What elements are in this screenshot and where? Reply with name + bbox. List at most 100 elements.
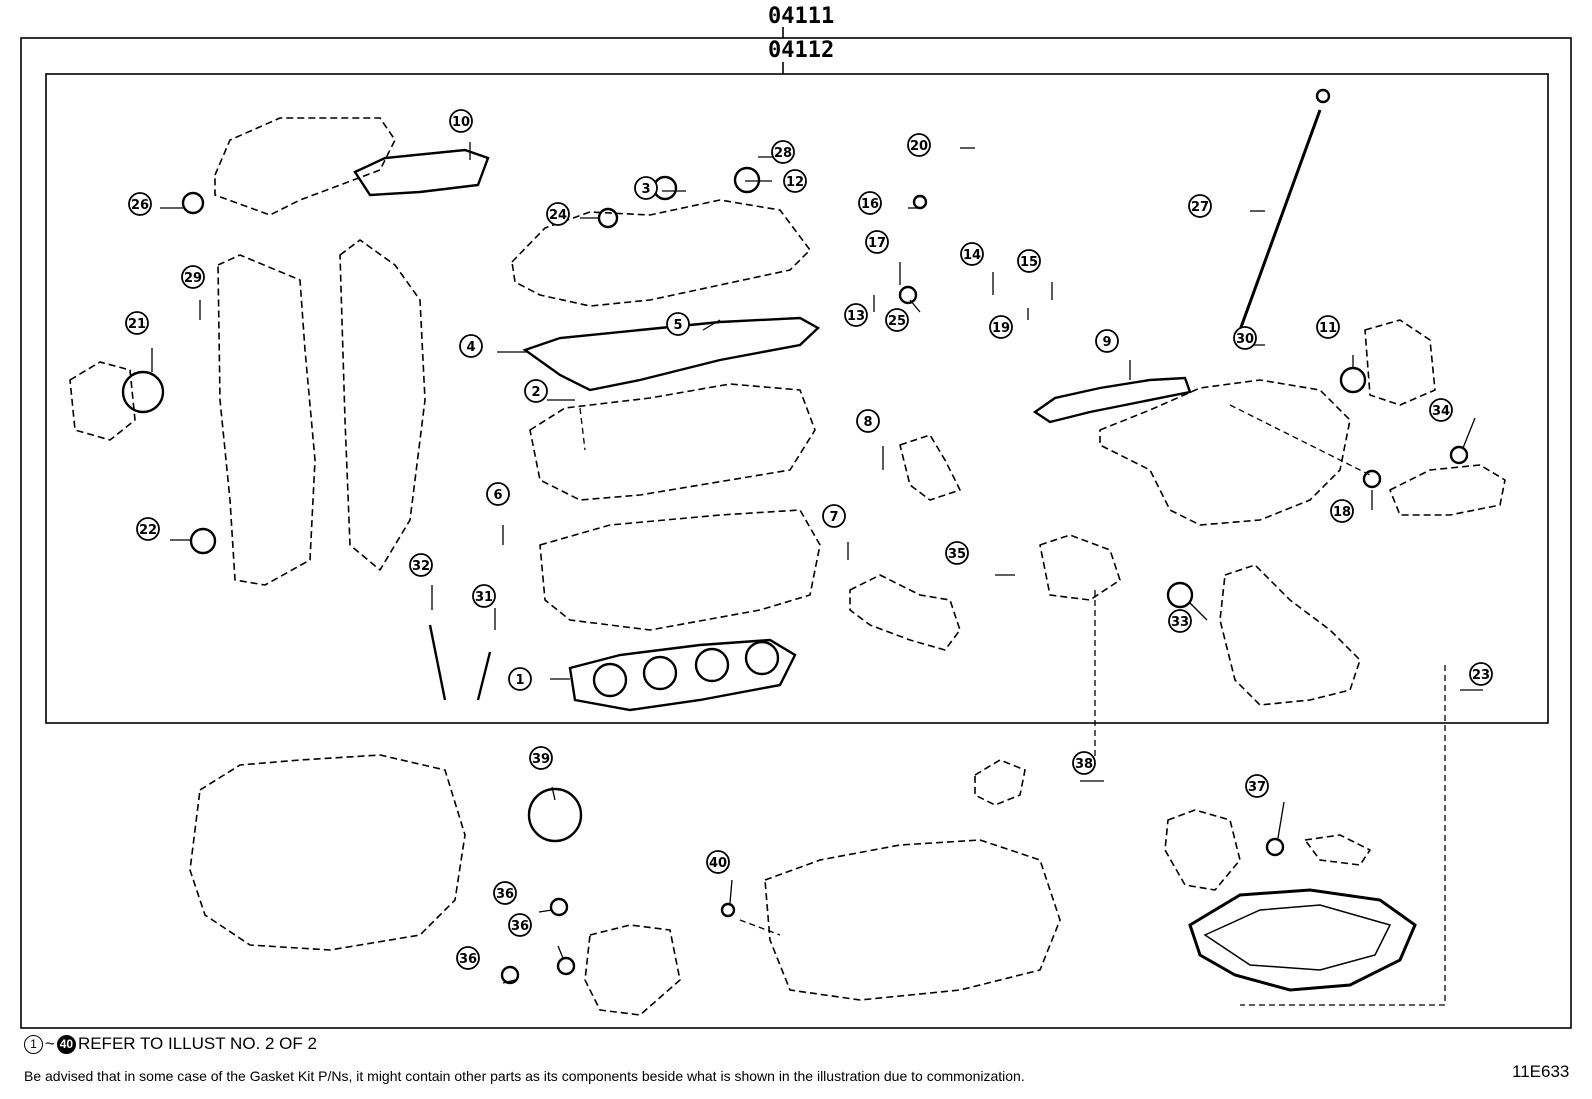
callout-32: 32 [409,553,433,577]
callout-number: 35 [948,547,966,562]
callout-28: 28 [771,140,795,164]
callout-number: 1 [515,673,524,688]
callout-40: 40 [706,850,730,874]
callout-number: 14 [963,248,981,263]
callout-circle [1330,499,1354,523]
callout-number: 15 [1020,255,1038,270]
callout-number: 37 [1248,780,1266,795]
callout-31: 31 [472,584,496,608]
callout-circle [1316,315,1340,339]
advisory-note: Be advised that in some case of the Gask… [24,1068,1025,1084]
callout-circle [1095,329,1119,353]
callout-16: 16 [858,191,882,215]
callout-number: 36 [496,887,514,902]
callout-36: 36 [508,913,532,937]
callout-33: 33 [1168,609,1192,633]
callout-circle [858,191,882,215]
callout-circle [856,409,880,433]
callout-circle [666,312,690,336]
callout-circle [486,482,510,506]
callout-circle [449,109,473,133]
callout-number: 6 [493,488,502,503]
callout-circle [865,230,889,254]
refer-start-number: 1 [24,1034,43,1054]
callout-11: 11 [1316,315,1340,339]
callout-22: 22 [136,517,160,541]
callout-circle [1017,249,1041,273]
callout-number: 31 [475,590,493,605]
callout-21: 21 [125,311,149,335]
callout-6: 6 [486,482,510,506]
callout-number: 20 [910,139,928,154]
callout-24: 24 [546,202,570,226]
callout-circle [989,315,1013,339]
callout-number: 18 [1333,505,1351,520]
callout-number: 3 [641,182,650,197]
callout-circle [844,303,868,327]
outer-kit-number: 04111 [768,4,835,29]
callout-circle [771,140,795,164]
callout-number: 12 [786,175,804,190]
callout-10: 10 [449,109,473,133]
callout-circle [822,504,846,528]
callout-number: 23 [1472,668,1490,683]
callout-number: 26 [131,198,149,213]
callout-circle [1072,751,1096,775]
callout-number: 36 [459,952,477,967]
callout-circle [546,202,570,226]
callout-circle [409,553,433,577]
callout-26: 26 [128,192,152,216]
callout-circle [1429,398,1453,422]
callout-circle [136,517,160,541]
callout-number: 25 [888,314,906,329]
refer-end-number: 40 [56,1034,76,1054]
inner-kit-frame [45,73,1549,724]
callout-2: 2 [524,379,548,403]
callout-14: 14 [960,242,984,266]
callout-number: 11 [1319,321,1337,336]
callout-circle [706,850,730,874]
callout-4: 4 [459,334,483,358]
callout-30: 30 [1233,326,1257,350]
callout-number: 10 [452,115,470,130]
callout-circle [493,881,517,905]
callout-number: 7 [829,510,838,525]
callout-29: 29 [181,265,205,289]
callout-number: 38 [1075,757,1093,772]
callout-37: 37 [1245,774,1269,798]
callout-38: 38 [1072,751,1096,775]
callout-number: 22 [139,523,157,538]
callout-number: 40 [709,856,727,871]
callout-circle [456,946,480,970]
callout-15: 15 [1017,249,1041,273]
callout-number: 27 [1191,200,1209,215]
callout-number: 4 [466,340,475,355]
callout-circle [907,133,931,157]
refer-separator: ~ [45,1034,55,1053]
refer-note: 1 ~ 40 REFER TO ILLUST NO. 2 OF 2 [24,1034,317,1054]
callout-number: 2 [531,385,540,400]
callout-20: 20 [907,133,931,157]
callout-number: 30 [1236,332,1254,347]
callout-circle [960,242,984,266]
callout-34: 34 [1429,398,1453,422]
callout-8: 8 [856,409,880,433]
callout-36: 36 [493,881,517,905]
callout-circle [508,913,532,937]
callout-number: 34 [1432,404,1450,419]
callout-circle [128,192,152,216]
callout-number: 13 [847,309,865,324]
callout-circle [459,334,483,358]
callout-12: 12 [783,169,807,193]
callout-number: 24 [549,208,567,223]
refer-text: REFER TO ILLUST NO. 2 OF 2 [77,1034,317,1053]
callout-circle [634,176,658,200]
callout-27: 27 [1188,194,1212,218]
callout-number: 8 [863,415,872,430]
callout-17: 17 [865,230,889,254]
inner-kit-number: 04112 [768,38,835,63]
callout-5: 5 [666,312,690,336]
callout-circle [472,584,496,608]
callout-39: 39 [529,746,553,770]
